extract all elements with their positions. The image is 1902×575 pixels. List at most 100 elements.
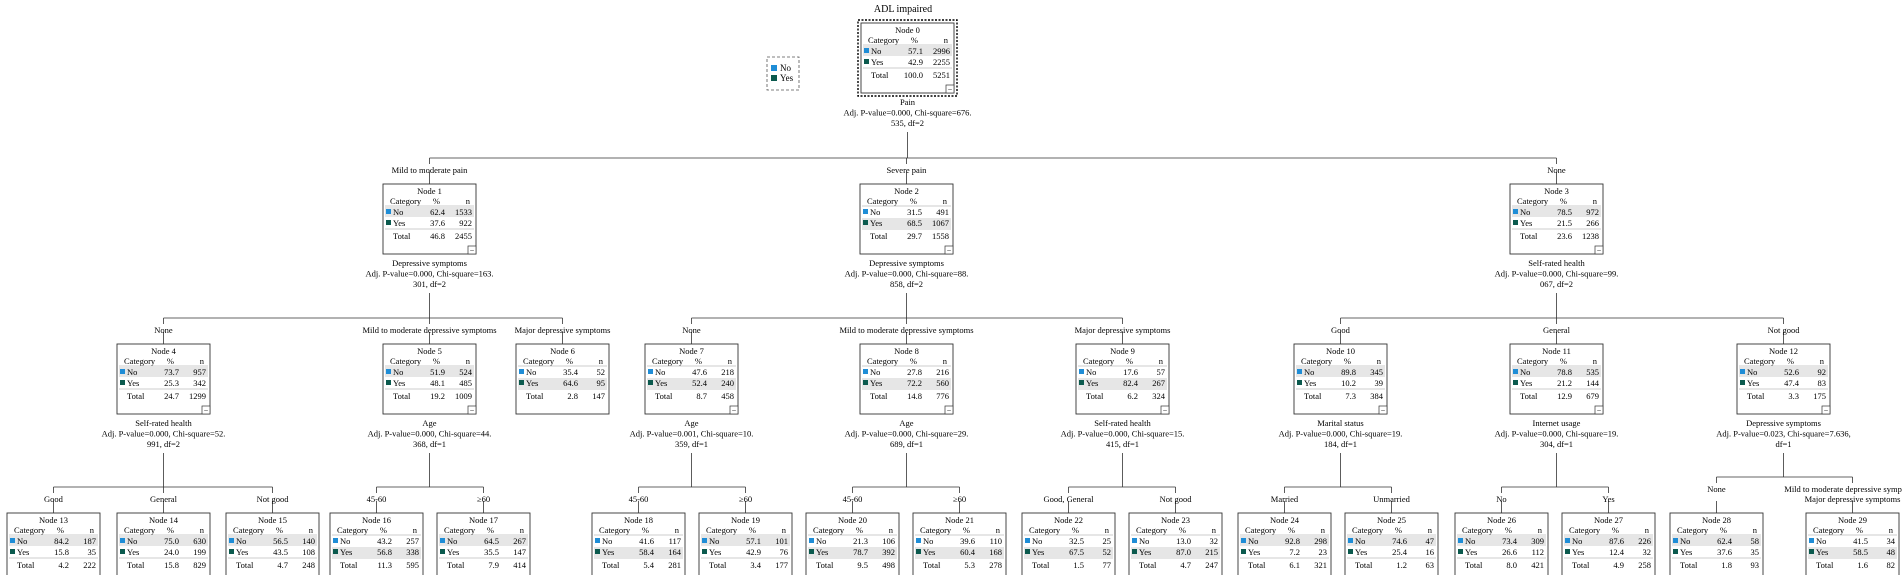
branch-label: Good xyxy=(1331,325,1351,335)
category-percent: 32.5 xyxy=(1069,536,1084,546)
total-percent: 1.6 xyxy=(1857,560,1868,570)
total-percent: 7.3 xyxy=(1345,391,1356,401)
collapse-symbol: − xyxy=(1597,246,1602,255)
collapse-button[interactable]: − xyxy=(467,405,477,415)
collapse-button[interactable]: − xyxy=(944,405,954,415)
collapse-button[interactable]: − xyxy=(201,405,211,415)
category-label: No xyxy=(870,367,880,377)
category-n: 240 xyxy=(721,378,734,388)
category-label: Yes xyxy=(1355,547,1367,557)
collapse-button[interactable]: − xyxy=(1594,405,1604,415)
category-percent: 78.8 xyxy=(1557,367,1572,377)
category-percent: 42.9 xyxy=(908,57,923,67)
total-percent: 1.5 xyxy=(1073,560,1084,570)
total-n: 324 xyxy=(1152,391,1166,401)
category-percent: 10.2 xyxy=(1341,378,1356,388)
category-swatch xyxy=(229,549,234,554)
category-n: 187 xyxy=(83,536,96,546)
col-header-n: n xyxy=(1428,525,1433,535)
category-label: Yes xyxy=(1304,378,1316,388)
category-label: Yes xyxy=(1747,378,1759,388)
legend-label-no: No xyxy=(780,63,791,73)
row-highlight xyxy=(1512,367,1601,377)
collapse-button[interactable]: − xyxy=(729,405,739,415)
col-header-n: n xyxy=(309,525,314,535)
category-n: 922 xyxy=(459,218,472,228)
split-info: 858, df=2 xyxy=(890,279,923,289)
col-header-percent: % xyxy=(749,525,756,535)
category-n: 52 xyxy=(597,367,606,377)
total-label: Total xyxy=(393,391,411,401)
col-header-category: Category xyxy=(599,525,631,535)
category-n: 140 xyxy=(302,536,315,546)
category-label: No xyxy=(127,367,137,377)
collapse-button[interactable]: − xyxy=(944,245,954,255)
collapse-button[interactable]: − xyxy=(1378,405,1388,415)
category-n: 309 xyxy=(1531,536,1544,546)
category-percent: 26.6 xyxy=(1502,547,1517,557)
category-percent: 78.7 xyxy=(853,547,868,557)
collapse-button[interactable]: − xyxy=(945,84,955,94)
total-n: 414 xyxy=(513,560,527,570)
category-label: No xyxy=(1139,536,1149,546)
collapse-button[interactable]: − xyxy=(1160,405,1170,415)
category-label: No xyxy=(1032,536,1042,546)
col-header-percent: % xyxy=(167,356,174,366)
row-highlight xyxy=(518,378,607,388)
collapse-button[interactable]: − xyxy=(1821,405,1831,415)
row-highlight xyxy=(1739,367,1828,377)
category-swatch xyxy=(595,549,600,554)
split-info: Marital status xyxy=(1317,418,1364,428)
category-percent: 56.8 xyxy=(377,547,392,557)
category-n: 1533 xyxy=(455,207,472,217)
col-header-n: n xyxy=(1820,356,1825,366)
collapse-button[interactable]: − xyxy=(467,245,477,255)
category-label: No xyxy=(1520,367,1530,377)
collapse-button[interactable]: − xyxy=(1594,245,1604,255)
collapse-symbol: − xyxy=(470,406,475,415)
category-swatch xyxy=(864,59,869,64)
col-header-n: n xyxy=(520,525,525,535)
node-title: Node 7 xyxy=(679,346,704,356)
category-swatch xyxy=(1025,538,1030,543)
category-n: 491 xyxy=(936,207,949,217)
col-header-percent: % xyxy=(910,196,917,206)
category-swatch xyxy=(648,380,653,385)
category-label: Yes xyxy=(1520,218,1532,228)
total-n: 248 xyxy=(302,560,315,570)
split-info: Self-rated health xyxy=(1094,418,1151,428)
category-swatch xyxy=(1348,549,1353,554)
col-header-percent: % xyxy=(566,356,573,366)
total-n: 63 xyxy=(1426,560,1435,570)
